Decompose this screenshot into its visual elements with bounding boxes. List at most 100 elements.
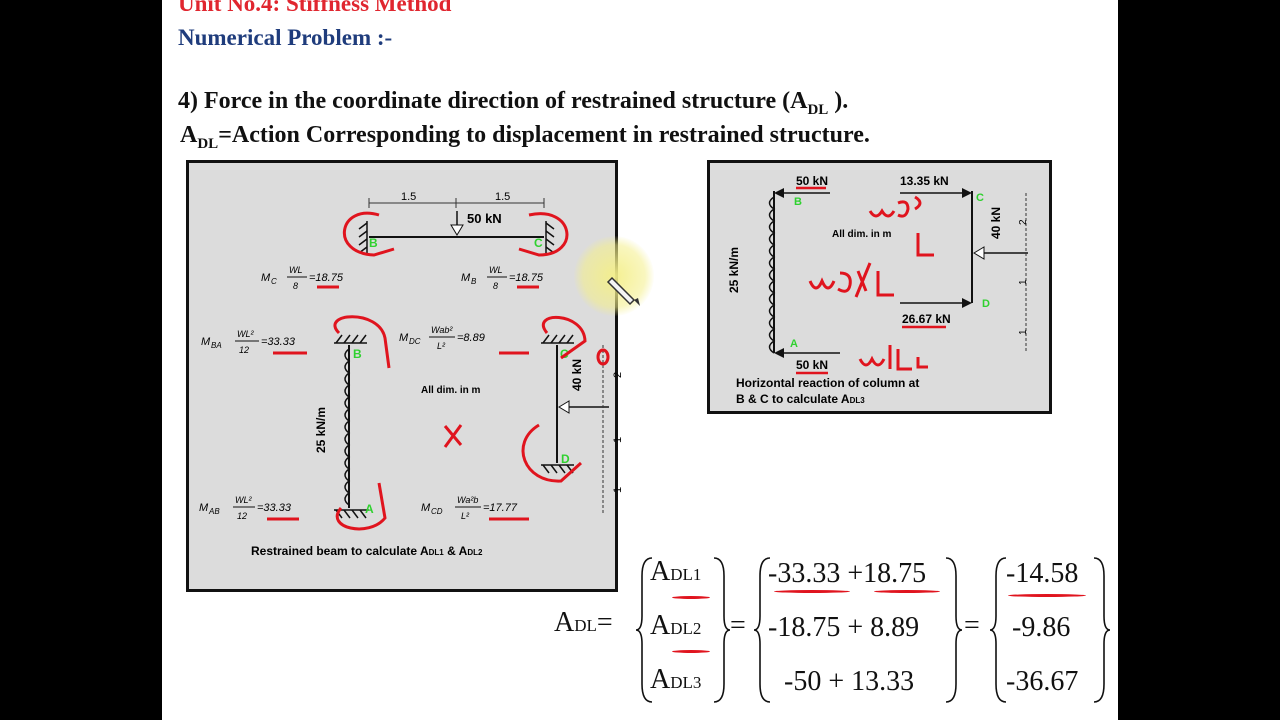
right-brace-results [1093,557,1111,703]
right-brace-vector [713,557,731,703]
node-label-a: A [365,502,374,516]
formula-mba-numerator: WL² [237,329,255,339]
reaction-label-a: 50 kN [796,358,828,372]
formula-mba-symbol: M [201,336,211,348]
right-caption-line2: B & C to calculate ADL3 [736,392,865,406]
formula-mba: M BA WL² 12 =33.33 [201,329,296,355]
node-label-c-right: C [976,192,984,204]
matrix-equation: ADL= [554,607,613,639]
formula-mdc-numerator: Wab² [431,325,453,335]
expression-row-2: -18.75 + 8.89 [768,612,920,643]
formula-mb-symbol: M [461,272,471,284]
dimension-1-5-right: 1.5 [495,191,510,203]
vector-entry-2-sub: DL2 [670,619,702,638]
reaction-arrow-c [900,188,972,198]
result-row-3: -36.67 [1006,666,1079,697]
formula-mb-sub: B [471,277,477,286]
moment-curl-a [336,482,387,531]
side-load-arrow-right [973,246,1028,260]
formula-mc-value: =18.75 [309,272,344,284]
dimension-vertical-1a: 1 [612,437,624,443]
formula-mab-value: =33.33 [257,502,292,514]
point-load-arrow [450,211,464,236]
reaction-arrow-d [900,298,972,308]
expression-row-1: -33.33 +18.75 [768,558,927,589]
vector-entry-3-sub: DL3 [670,673,702,692]
left-figure-caption: Restrained beam to calculate ADL1 & ADL2 [251,544,483,558]
node-label-d: D [561,452,570,466]
matrix-lhs: A [554,607,575,638]
zero-mark [596,348,610,366]
horizontal-reaction-figure: 25 kN/m 50 kN B 13.35 kN C 26.67 kN D [707,160,1052,414]
side-load-label: 40 kN [570,359,584,391]
all-dimensions-note-right: All dim. in m [832,229,892,240]
node-label-b: B [369,236,378,250]
formula-mab-symbol: M [199,502,209,514]
fixed-support-b-column [334,334,367,344]
pen-cursor-icon [606,276,640,306]
definition-symbol: A [180,122,198,148]
formula-mdc-value: =8.89 [457,332,485,344]
reaction-label-b: 50 kN [796,174,828,188]
formula-mdc-sub: DC [409,337,421,346]
formula-mab: M AB WL² 12 =33.33 [199,495,292,521]
result-row-1: -14.58 [1006,558,1079,589]
reaction-label-d: 26.67 kN [902,312,951,326]
caption-sub-dl2: DL2 [467,548,483,557]
formula-mcd-denominator: L² [461,511,470,521]
result-row-2: -9.86 [1012,612,1071,643]
side-load-arrow [558,400,609,414]
point-4-text: 4) Force in the coordinate direction of … [178,88,808,114]
restrained-beam-figure: 1.5 1.5 50 kN B C M [186,160,624,592]
section-label: Numerical Problem :- [178,25,393,50]
handwritten-wab-top [868,195,922,218]
handwritten-l-top [916,233,934,257]
formula-mba-sub: BA [211,341,222,350]
distributed-load-coils [344,348,351,506]
underline-expr-1b [874,590,940,593]
formula-mcd: M CD Wa²b L² =17.77 [421,495,518,521]
underline-adl1 [672,596,710,599]
left-brace-expressions [753,557,771,703]
formula-mc: M C WL 8 =18.75 [261,265,344,291]
node-label-b-column: B [353,347,362,361]
matrix-eq-2: = [730,610,746,641]
formula-mc-symbol: M [261,272,271,284]
point-4-heading: 4) Force in the coordinate direction of … [178,88,849,118]
restrained-beam-diagram: 1.5 1.5 50 kN B C M [199,191,624,558]
node-label-a-right: A [790,338,798,350]
definition-subscript: DL [197,136,219,152]
formula-mb-numerator: WL [489,265,503,275]
moment-curl-c-column [542,315,587,360]
formula-mcd-value: =17.77 [483,502,518,514]
right-caption-sub: DL3 [850,396,866,405]
dimension-vertical-1a-right: 1 [1018,279,1029,285]
formula-mc-sub: C [271,277,277,286]
formula-mcd-numerator: Wa²b [457,495,478,505]
formula-mdc-denominator: L² [437,341,446,351]
fixed-support-c [545,221,555,254]
vector-entry-1-base: A [650,556,671,587]
side-load-label-right: 40 kN [989,207,1003,239]
handwritten-wl-bottom [858,345,928,371]
node-label-b-right: B [794,196,802,208]
formula-mc-numerator: WL [289,265,303,275]
top-dimension-line [368,198,545,208]
slide: Unit No.4: Stiffness Method Numerical Pr… [162,0,1118,720]
horizontal-reaction-diagram: 25 kN/m 50 kN B 13.35 kN C 26.67 kN D [727,174,1029,406]
caption-mid: & A [444,544,468,558]
right-caption-text: B & C to calculate A [736,392,850,406]
point-4-suffix: ). [828,88,849,114]
reaction-arrow-a [774,348,840,358]
vector-entry-3-base: A [650,664,671,695]
expression-row-3: -50 + 13.33 [784,666,915,697]
dimension-vertical-1b: 1 [612,487,624,493]
matrix-lhs-sub: DL [574,616,597,635]
formula-mb: M B WL 8 =18.75 [461,265,544,291]
underline-expr-1a [774,590,850,593]
formula-mcd-sub: CD [431,507,443,516]
pointer-highlight [574,236,654,316]
formula-mab-denominator: 12 [237,511,247,521]
fixed-support-b [358,221,368,254]
formula-mab-numerator: WL² [235,495,253,505]
